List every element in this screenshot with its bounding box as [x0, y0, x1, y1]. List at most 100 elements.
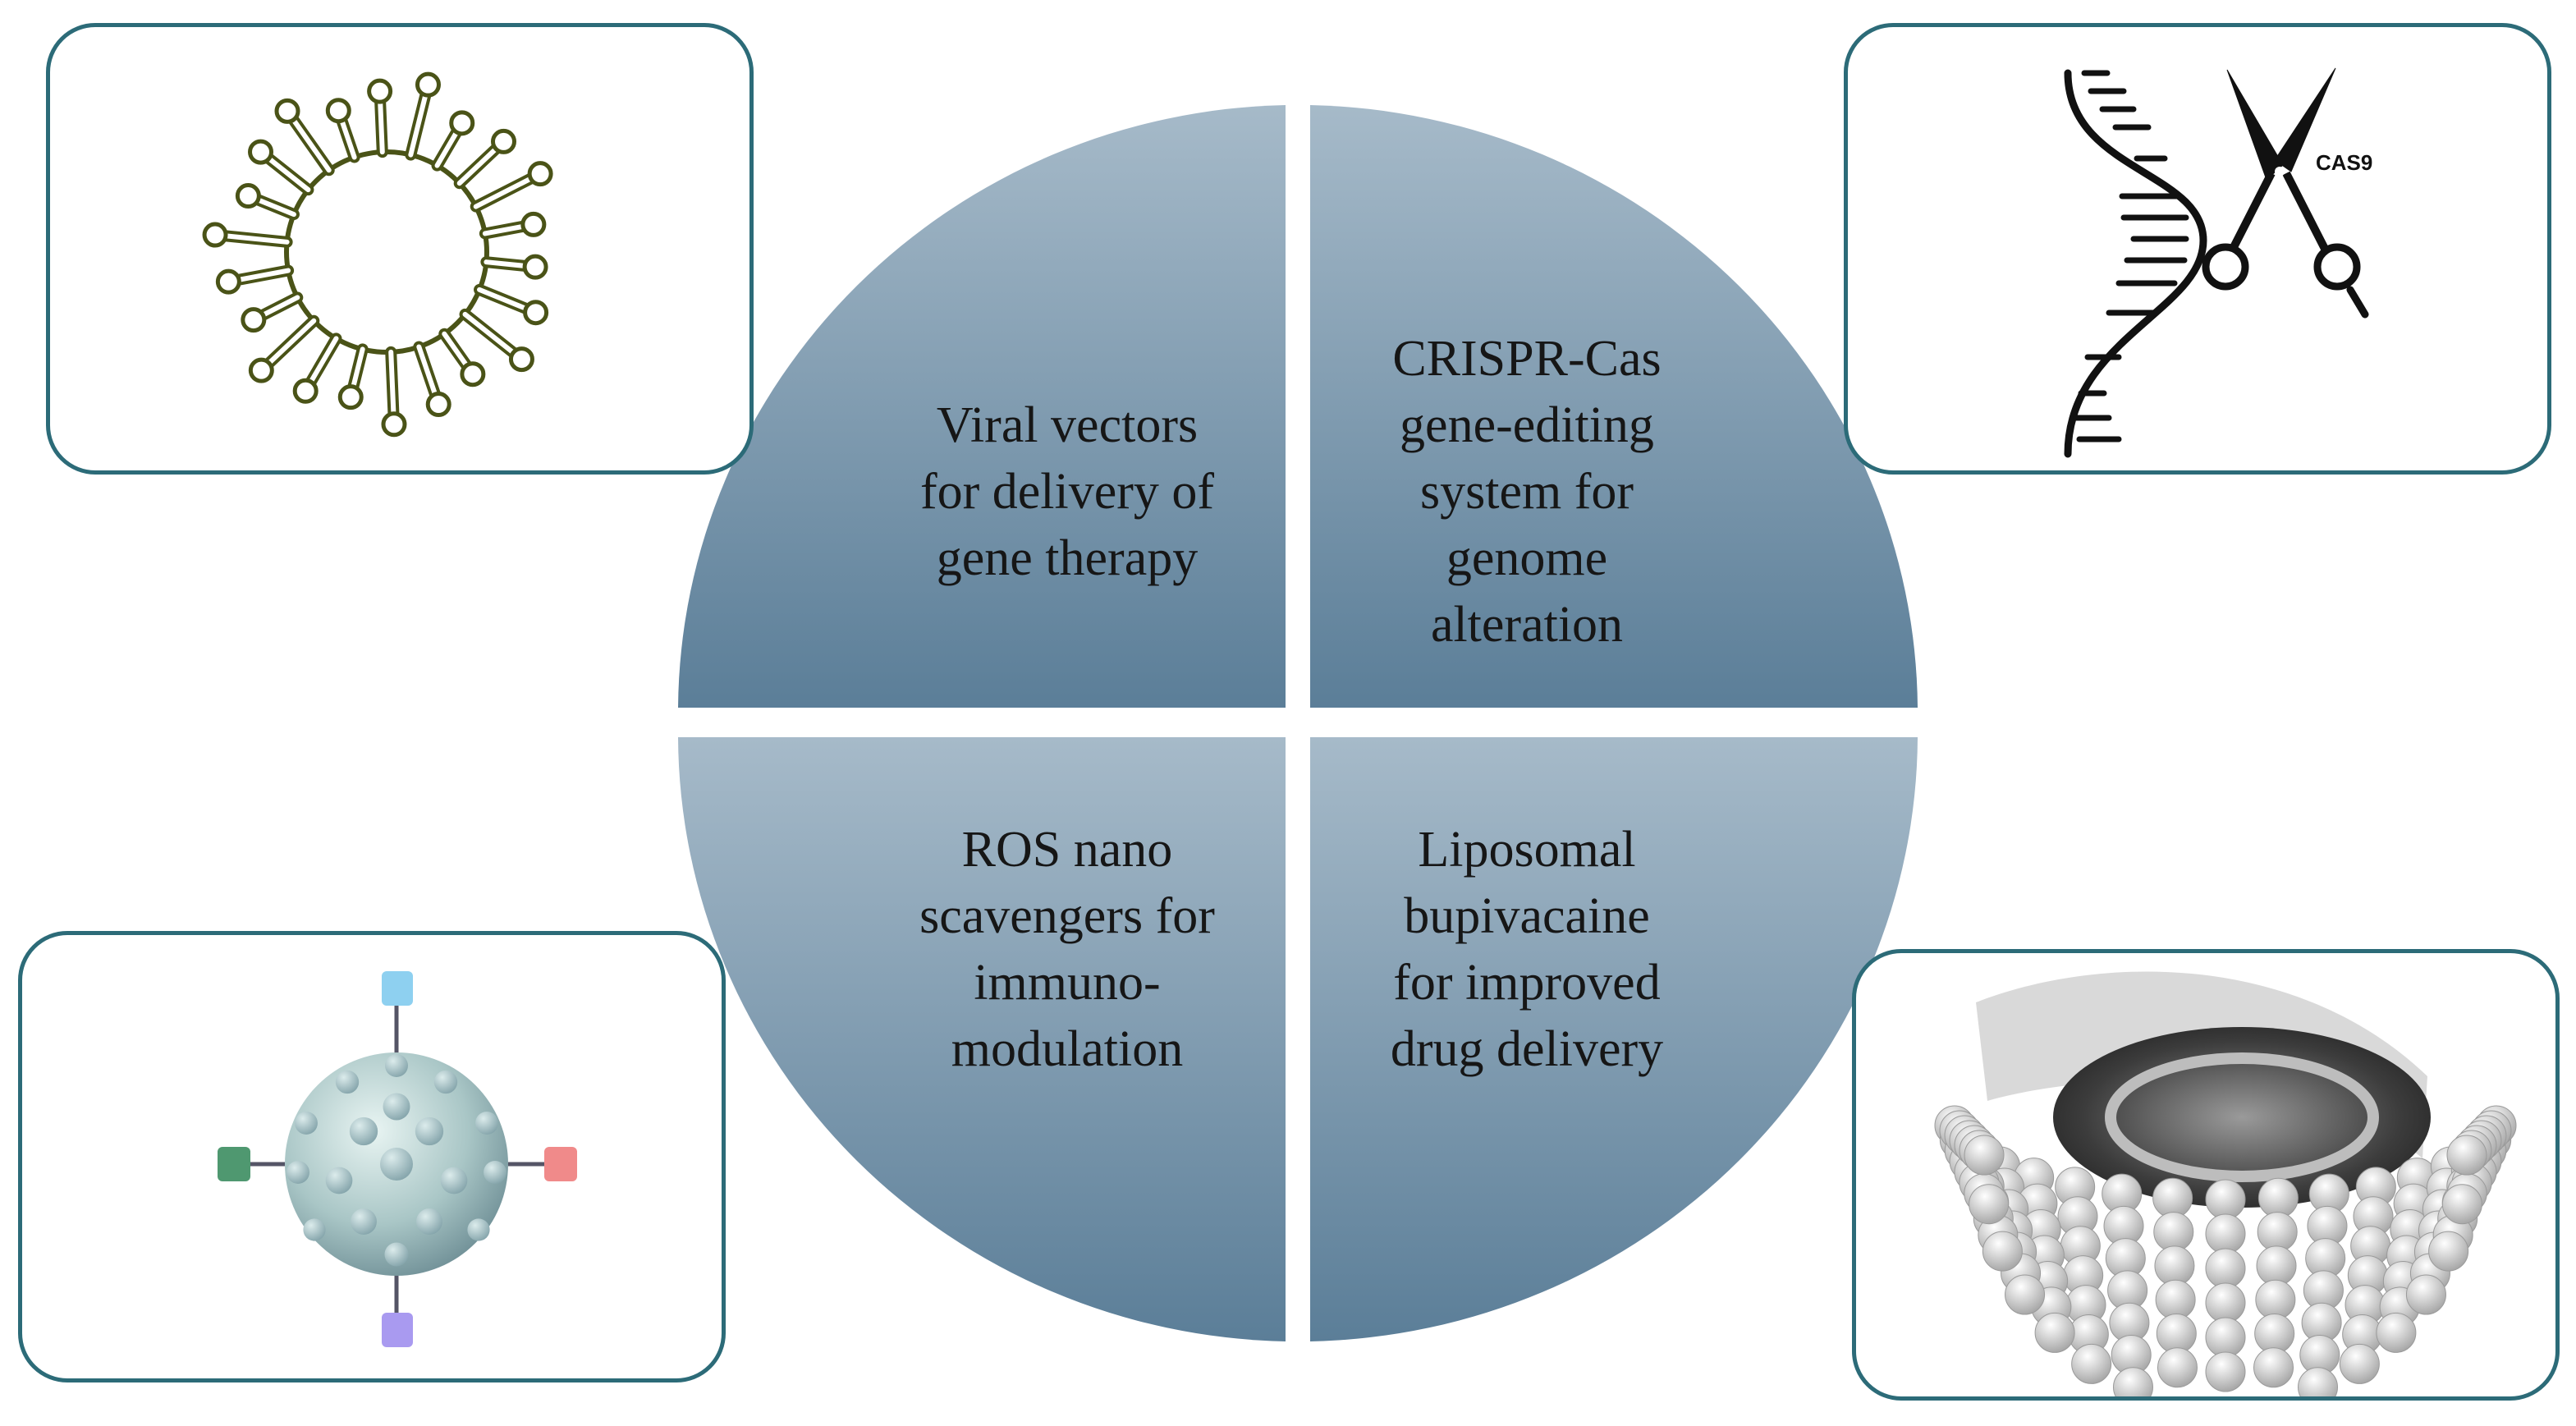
surface-bump — [415, 1116, 444, 1146]
quadrant-bottom-left — [678, 737, 1286, 1341]
lipid-head — [2254, 1314, 2295, 1355]
dna-icon — [2064, 69, 2207, 458]
dna-scissors-icon: CAS9 — [2064, 67, 2372, 458]
text-line: Viral vectors — [936, 397, 1199, 453]
surface-bump — [351, 1208, 377, 1235]
surface-bump — [433, 1070, 458, 1094]
lipid-head — [1982, 1231, 2023, 1272]
quadrant-text-bottom-right: Liposomal bupivacaine for improved drug … — [1313, 817, 1740, 1083]
virus-spike — [431, 110, 475, 172]
lipid-head — [2156, 1314, 2197, 1355]
lipid-head — [2205, 1282, 2246, 1323]
lipid-head — [2253, 1347, 2294, 1388]
lipid-head — [2157, 1347, 2198, 1388]
virus-spike — [459, 308, 534, 373]
virus-spike — [241, 291, 304, 333]
lipid-head — [2339, 1343, 2380, 1384]
virus-spike — [413, 341, 451, 418]
virus-spike — [202, 222, 293, 248]
text-line: scavengers for — [919, 888, 1215, 944]
text-line: Liposomal — [1418, 822, 1636, 878]
virus-spike — [292, 332, 342, 404]
virus-spike — [470, 161, 553, 213]
virus-spike — [381, 346, 407, 438]
lipid-head — [2205, 1317, 2246, 1358]
virus-spike — [235, 183, 300, 221]
text-line: alteration — [1430, 597, 1624, 653]
virus-icon — [202, 71, 553, 438]
text-line: ROS nano — [961, 822, 1173, 878]
lipid-head — [1964, 1135, 2005, 1176]
ligand-purple — [382, 1313, 413, 1347]
text-line: system for — [1419, 464, 1634, 520]
panel-top-left — [46, 23, 754, 475]
scissors-icon — [2202, 67, 2369, 319]
surface-bump — [286, 1161, 309, 1184]
surface-bump — [325, 1167, 353, 1194]
surface-bump — [380, 1148, 413, 1181]
quadrant-top-right — [1310, 105, 1918, 708]
liposome-inner-ring — [2105, 1052, 2379, 1182]
panel-bottom-left — [18, 931, 726, 1382]
lipid-head — [2034, 1312, 2075, 1353]
lipid-head — [2298, 1367, 2339, 1396]
virus-spike — [474, 283, 549, 326]
quadrant-text-top-left: Viral vectors for delivery of gene thera… — [854, 392, 1281, 592]
lipid-head — [2005, 1274, 2046, 1315]
nanoparticle-icon — [218, 971, 577, 1347]
surface-bump — [440, 1167, 468, 1194]
quadrant-text-top-right: CRISPR-Cas gene-editing system for genom… — [1313, 326, 1740, 658]
lipid-head — [2071, 1343, 2112, 1384]
virus-spike — [325, 98, 360, 163]
quadrant-top-left — [678, 105, 1286, 708]
liposome-icon — [1934, 971, 2517, 1396]
virus-spike — [248, 314, 320, 383]
virus-spike — [479, 211, 547, 240]
text-line: bupivacaine — [1404, 888, 1650, 944]
lipid-head — [2255, 1279, 2296, 1320]
surface-bump — [384, 1242, 409, 1267]
virus-spike — [337, 343, 369, 410]
ligand-red — [544, 1147, 577, 1181]
text-line: drug delivery — [1390, 1021, 1664, 1077]
lipid-head — [2205, 1213, 2246, 1254]
lipid-head — [2257, 1177, 2299, 1218]
surface-bump — [349, 1116, 378, 1146]
virus-spike — [480, 254, 548, 280]
panel-top-right: CAS9 — [1844, 23, 2551, 475]
panel-bottom-right — [1852, 949, 2560, 1401]
lipid-head — [2405, 1274, 2446, 1315]
surface-bump — [467, 1218, 490, 1241]
virus-spike — [248, 139, 314, 196]
surface-bump — [303, 1218, 326, 1241]
text-line: modulation — [951, 1021, 1184, 1077]
ligand-green — [218, 1147, 250, 1181]
ligand-blue — [382, 971, 413, 1006]
text-line: for delivery of — [919, 464, 1215, 520]
lipid-head — [2376, 1312, 2417, 1353]
lipid-head — [2257, 1212, 2298, 1253]
lipid-head — [2205, 1248, 2246, 1289]
surface-bump — [335, 1070, 360, 1094]
lipid-heads — [1934, 1105, 2517, 1396]
surface-bump — [385, 1054, 408, 1077]
surface-bump — [416, 1208, 442, 1235]
lipid-head — [2155, 1279, 2196, 1320]
cas9-label: CAS9 — [2316, 150, 2372, 175]
text-line: immuno- — [974, 955, 1161, 1011]
quadrant-text-bottom-left: ROS nano scavengers for immuno- modulati… — [854, 817, 1281, 1083]
lipid-head — [2256, 1245, 2297, 1286]
quadrant-bottom-right — [1310, 737, 1918, 1341]
virus-spike — [367, 78, 393, 158]
surface-bump — [484, 1161, 506, 1184]
lipid-head — [2153, 1212, 2194, 1253]
lipid-head — [2112, 1367, 2153, 1396]
lipid-head — [1969, 1184, 2010, 1225]
surface-bump — [383, 1093, 410, 1121]
text-line: gene therapy — [936, 530, 1199, 586]
lipid-head — [2205, 1179, 2246, 1220]
virus-spike — [405, 71, 441, 161]
text-line: genome — [1446, 530, 1608, 586]
